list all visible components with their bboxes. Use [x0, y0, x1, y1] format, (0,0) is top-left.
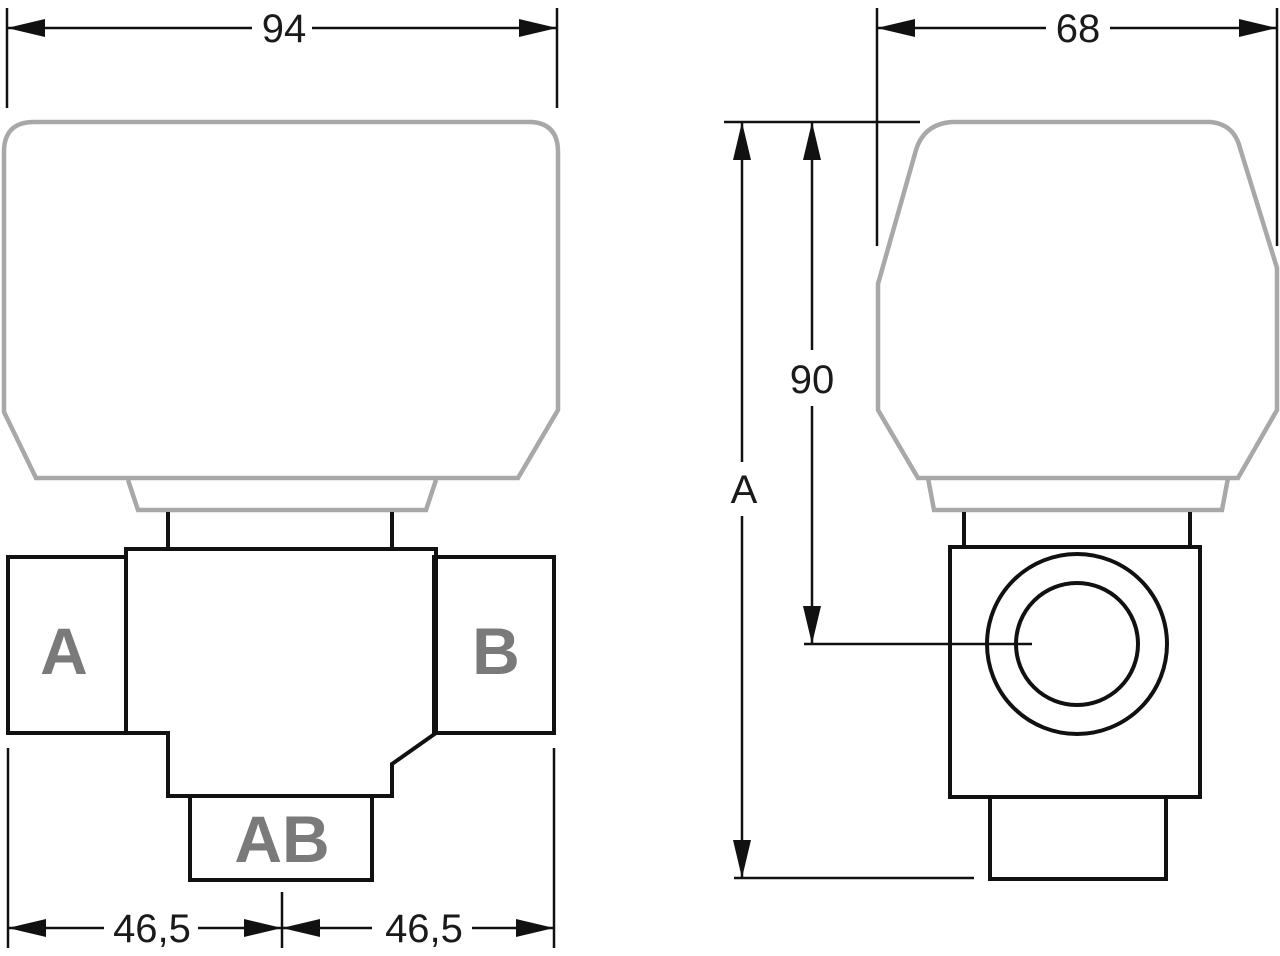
port-label-a: A: [40, 614, 88, 688]
actuator-body-side: [875, 119, 1280, 481]
dimension-a: A: [731, 122, 974, 880]
side-view: 68 A 90: [724, 7, 1280, 881]
valve-body: [124, 547, 438, 798]
port-ab-box: [188, 794, 374, 882]
port-outer-ring: [985, 552, 1169, 736]
actuator-collar-side: [925, 477, 1231, 513]
dimension-90: 90: [790, 122, 1032, 646]
arrow-right-icon: [1239, 19, 1277, 37]
arrow-up-icon: [733, 122, 751, 160]
dimension-label-right-half: 46,5: [385, 907, 463, 951]
arrow-right-icon: [519, 19, 557, 37]
dimension-label-a: A: [731, 468, 758, 512]
dimension-94: 94: [5, 7, 559, 108]
dimension-label-94: 94: [262, 7, 307, 51]
arrow-down-icon: [733, 840, 751, 878]
arrow-left-icon: [282, 919, 320, 937]
arrow-right-icon: [516, 919, 554, 937]
dimension-label-68: 68: [1056, 7, 1101, 51]
dimension-label-left-half: 46,5: [113, 907, 191, 951]
port-label-ab: AB: [234, 802, 329, 876]
arrow-down-icon: [803, 606, 821, 644]
arrow-left-icon: [877, 19, 915, 37]
front-view: 94 A B AB 46,5 46,5: [1, 7, 561, 951]
port-ab-side: [988, 795, 1168, 881]
actuator-collar: [125, 479, 439, 513]
arrow-right-icon: [244, 919, 282, 937]
arrow-left-icon: [7, 19, 45, 37]
arrow-left-icon: [8, 919, 46, 937]
port-inner-ring: [1014, 581, 1140, 707]
dimension-label-90: 90: [790, 358, 835, 402]
dimension-68: 68: [875, 7, 1279, 246]
actuator-body: [1, 119, 561, 481]
port-label-b: B: [472, 614, 520, 688]
arrow-up-icon: [803, 122, 821, 160]
dimension-46-5: 46,5 46,5: [6, 748, 556, 951]
